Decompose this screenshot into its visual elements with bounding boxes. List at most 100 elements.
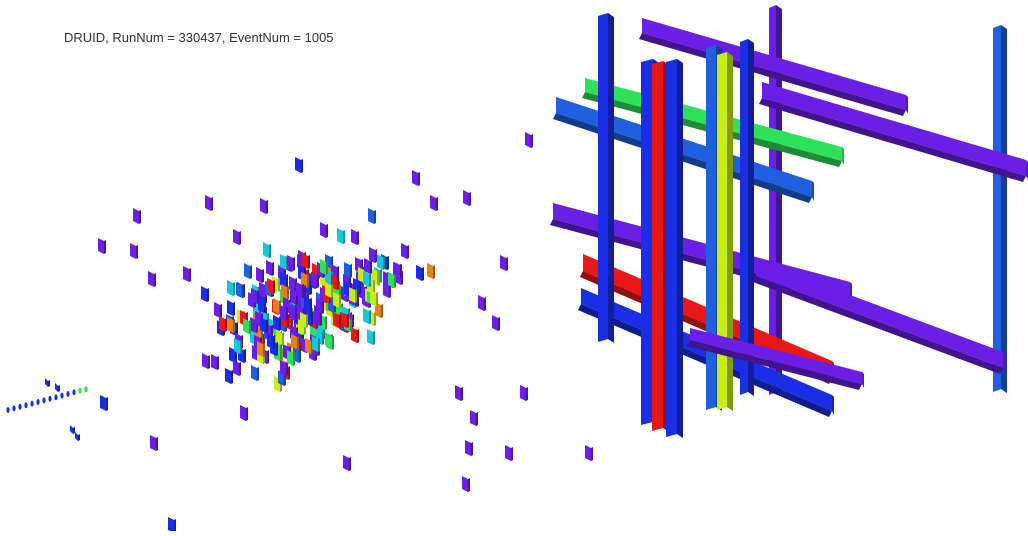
hit-tile xyxy=(337,228,345,244)
hit-tile xyxy=(351,229,359,245)
hit-tile xyxy=(227,317,235,333)
beam-dot xyxy=(84,386,88,393)
hit-tile xyxy=(364,258,372,274)
hit-tile xyxy=(202,353,210,369)
hit-tile xyxy=(211,354,219,370)
hit-tile xyxy=(371,268,379,284)
hit-tile xyxy=(219,316,227,332)
hit-tile xyxy=(343,455,351,471)
beam-dot xyxy=(42,397,46,404)
hit-tile xyxy=(505,445,513,461)
hit-tile xyxy=(388,272,396,288)
hit-tile xyxy=(281,284,289,300)
hit-tile xyxy=(320,259,328,275)
hit-tile xyxy=(244,263,252,279)
hit-tile xyxy=(370,290,378,306)
hit-tile xyxy=(263,242,271,258)
hit-tile xyxy=(225,368,233,384)
hit-tile xyxy=(375,302,383,318)
hit-tile xyxy=(75,432,80,441)
hit-tile xyxy=(394,262,402,278)
hit-tile xyxy=(55,383,60,392)
hit-tile xyxy=(243,318,251,334)
hit-tile xyxy=(316,298,324,314)
beam-dot xyxy=(12,405,16,412)
hit-tile xyxy=(304,302,312,318)
beam-dot xyxy=(6,407,10,413)
hit-tile xyxy=(276,330,284,346)
hit-tile xyxy=(280,360,288,376)
beam-dot xyxy=(30,400,34,407)
hit-tile xyxy=(234,338,242,354)
hit-tile xyxy=(383,282,391,298)
hit-tile xyxy=(430,195,438,211)
hit-tile xyxy=(455,385,463,401)
hit-tile xyxy=(287,350,295,366)
beam-dot xyxy=(48,395,52,402)
hit-tile xyxy=(325,282,333,298)
beam-dot xyxy=(54,394,58,401)
hit-tile xyxy=(320,222,328,238)
hit-tile xyxy=(314,310,322,326)
hit-tile xyxy=(251,365,259,381)
hit-tile xyxy=(280,254,288,270)
beam-dot xyxy=(36,399,40,405)
hit-tile xyxy=(45,378,50,387)
vertical-bar xyxy=(993,25,1007,393)
beam-dot xyxy=(78,387,82,394)
hit-tile xyxy=(341,312,349,328)
vertical-bar xyxy=(666,59,683,438)
hit-tile xyxy=(258,297,266,313)
hodoscope-bars xyxy=(550,5,1028,438)
hit-tile xyxy=(295,157,303,173)
hit-tile xyxy=(267,278,275,294)
hit-tile xyxy=(168,517,176,533)
event-title: DRUID, RunNum = 330437, EventNum = 1005 xyxy=(64,30,334,45)
hit-tile xyxy=(148,271,156,287)
hit-tile xyxy=(463,190,471,206)
horizontal-bar xyxy=(753,260,1005,374)
hit-tile xyxy=(266,260,274,276)
hit-tile xyxy=(98,238,106,254)
beam-dot xyxy=(72,389,76,396)
hit-tile xyxy=(333,312,341,328)
hit-tile xyxy=(412,170,420,186)
hit-tile xyxy=(289,305,297,321)
hit-tile xyxy=(273,315,281,331)
vertical-bar xyxy=(598,13,614,343)
hit-tile xyxy=(240,405,248,421)
hit-tile xyxy=(300,312,308,328)
hit-tile xyxy=(100,395,108,411)
hit-tile xyxy=(205,195,213,211)
hit-tile xyxy=(296,282,304,298)
hit-tile xyxy=(462,476,470,492)
hit-tile xyxy=(333,292,341,308)
hit-tile xyxy=(478,295,486,311)
hit-tile xyxy=(377,254,385,270)
hit-tile xyxy=(233,360,241,376)
hit-tile xyxy=(183,266,191,282)
horizontal-bar xyxy=(639,18,908,116)
hit-tile xyxy=(70,425,75,434)
hit-tile xyxy=(291,334,299,350)
hit-tile xyxy=(301,272,309,288)
hit-tile xyxy=(260,317,268,333)
hit-tile xyxy=(312,336,320,352)
hit-tile xyxy=(287,255,295,271)
hit-tile xyxy=(150,435,158,451)
hit-tile xyxy=(500,255,508,271)
hit-tile xyxy=(214,302,222,318)
hit-tile xyxy=(470,410,478,426)
hit-tile xyxy=(585,445,593,461)
beam-dot xyxy=(60,392,64,399)
hit-tile xyxy=(236,282,244,298)
hit-tile xyxy=(525,132,533,148)
vertical-bar xyxy=(717,52,733,411)
beam-dot xyxy=(24,402,28,409)
hit-tile xyxy=(273,298,281,314)
hit-tile xyxy=(520,385,528,401)
hit-tile xyxy=(368,208,376,224)
hit-tile xyxy=(311,272,319,288)
